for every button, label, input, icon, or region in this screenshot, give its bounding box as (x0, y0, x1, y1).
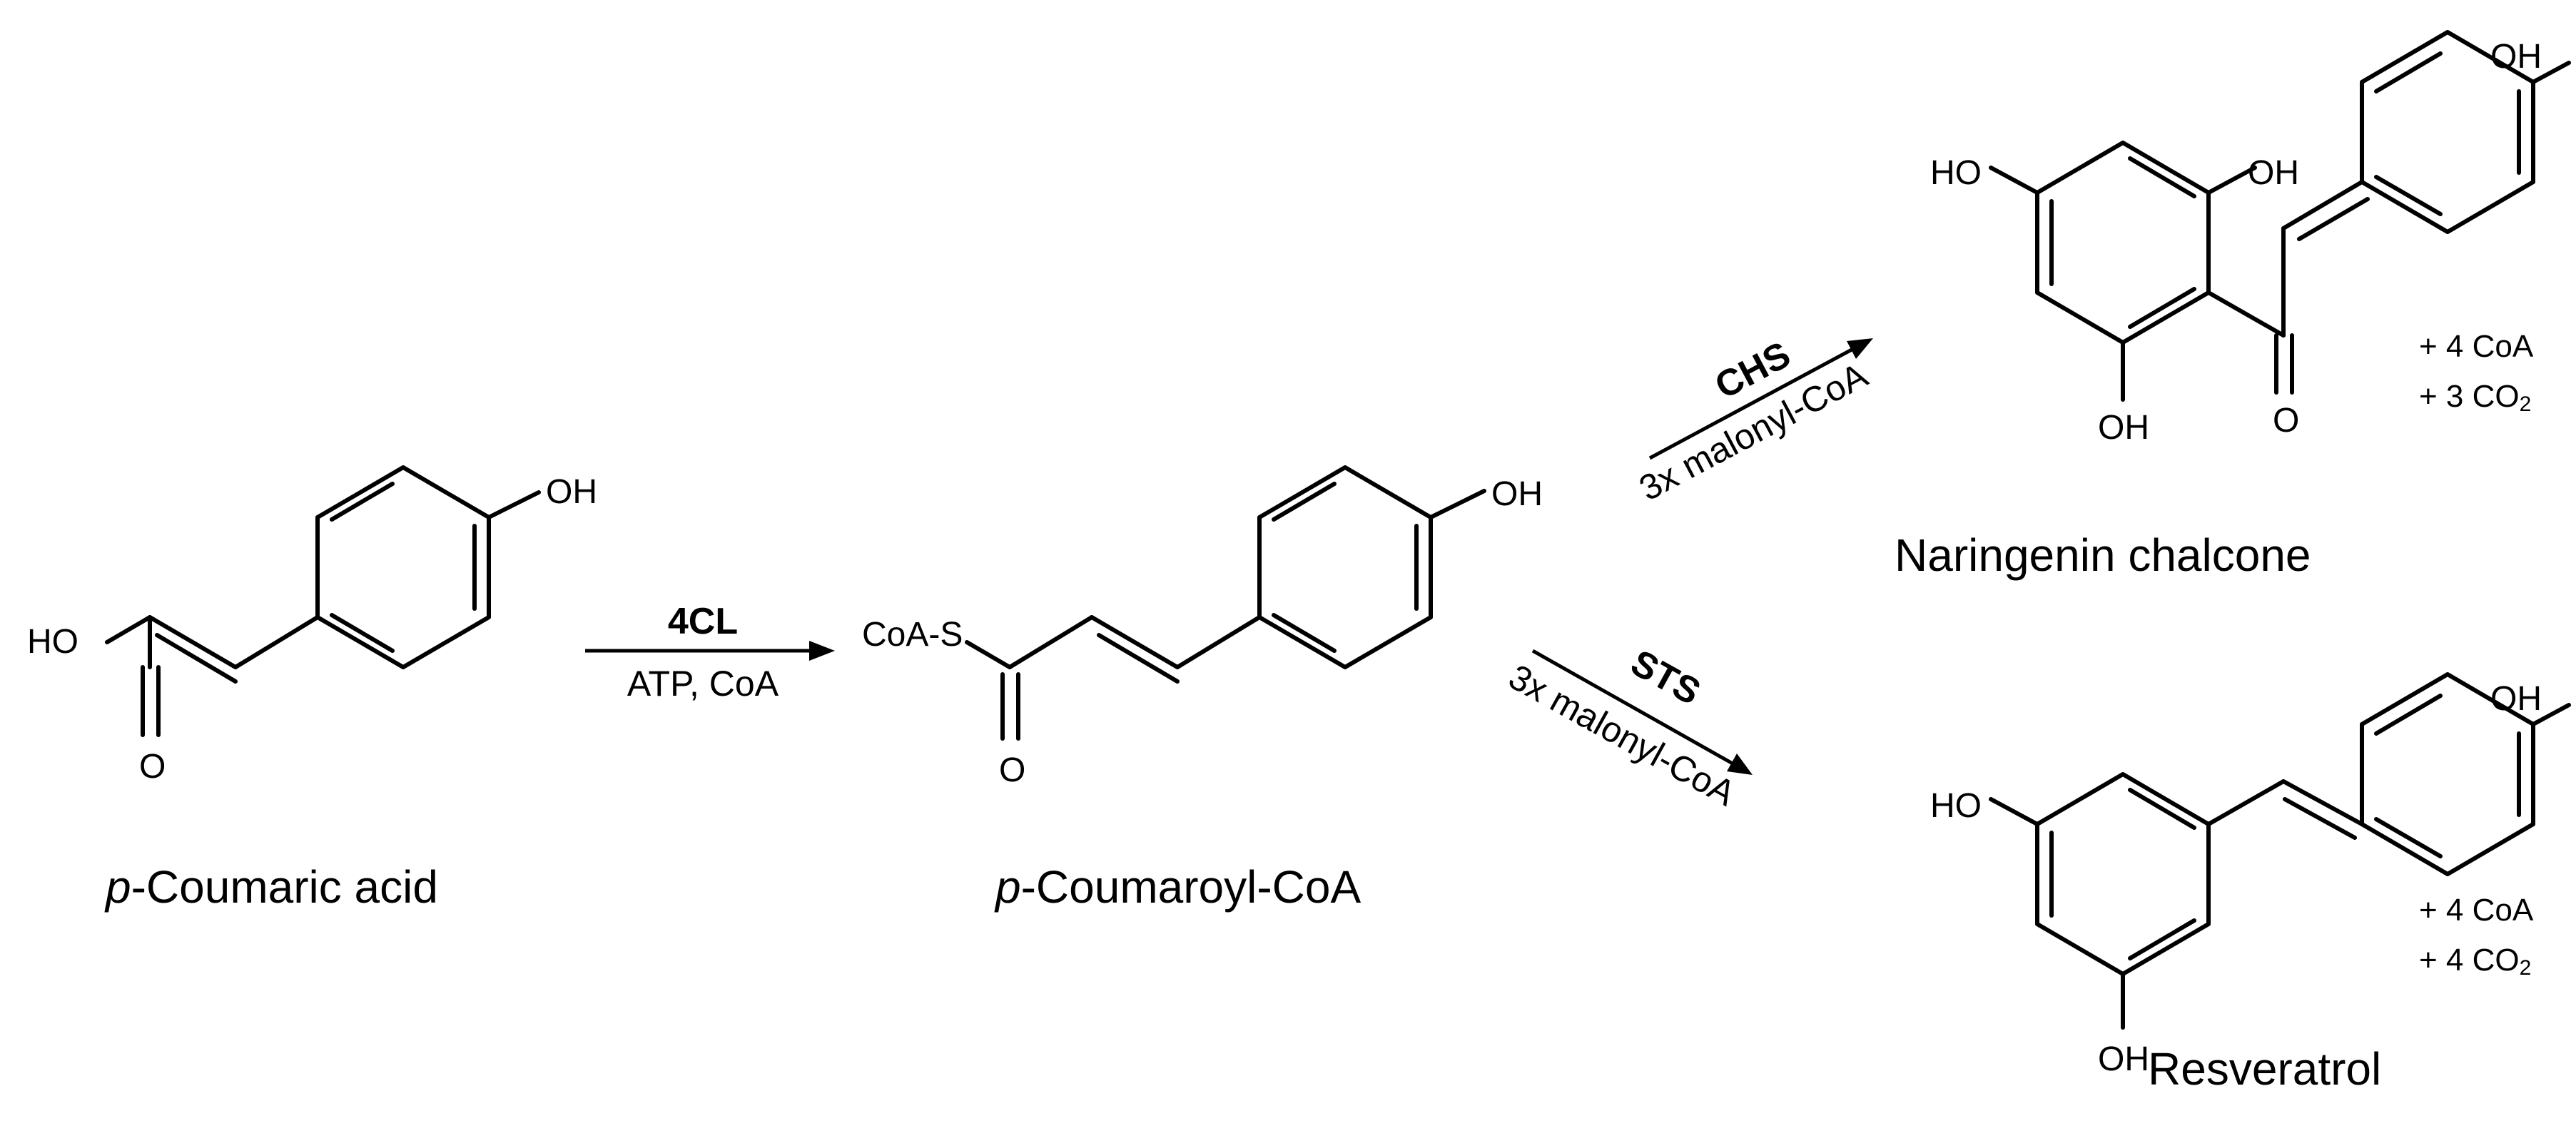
coumaroyl-coa-ring (1257, 465, 1433, 669)
chalcone-ring-a-double-1 (2128, 156, 2196, 198)
resveratrol-alkene (2281, 779, 2364, 826)
coumaric-acid-alkene-double (155, 633, 238, 684)
chalcone-oh-bottom-label: OH (2098, 409, 2149, 447)
chs-byproduct-co2: + 3 CO2 (2419, 379, 2531, 416)
resveratrol-ring-b-double-3 (2374, 817, 2443, 858)
chalcone-alkene-double (2297, 197, 2370, 241)
coumaric-acid-ring-double-3 (330, 482, 395, 522)
coumaroyl-coa-ring-double-2 (1272, 613, 1337, 653)
chalcone-ring-a (2035, 141, 2211, 345)
coumaroyl-coa-alkene (1090, 615, 1180, 669)
chalcone-oh-top-bond (2531, 61, 2571, 84)
arrow-4cl: 4CL ATP, CoA (585, 601, 835, 704)
arrow-chs-head (1847, 338, 1873, 359)
coumaroyl-coa-coa-s-label: CoA-S (862, 616, 963, 654)
coumaroyl-coa-s-bond (965, 640, 1012, 669)
coumaric-acid-ring-double-2 (330, 613, 395, 653)
sts-byproduct-co2-text: + 4 CO (2419, 943, 2520, 978)
chs-byproduct-co2-text: + 3 CO (2419, 379, 2520, 414)
coumaric-acid-name: p-Coumaric acid (104, 861, 438, 913)
resveratrol-oh-top-bond (2531, 703, 2571, 726)
coumaric-acid-chain-1 (233, 615, 320, 669)
coumaroyl-coa-oh-label: OH (1491, 475, 1543, 513)
resveratrol-ho-left-bond (1989, 797, 2039, 826)
arrow-4cl-head (809, 641, 835, 661)
sts-byproduct-co2-sub: 2 (2520, 956, 2532, 980)
chalcone-alkene (2281, 180, 2364, 230)
arrow-sts-head (1727, 754, 1753, 775)
resveratrol-ring-a-double-2 (2128, 918, 2196, 960)
coumaroyl-coa-name: p-Coumaroyl-CoA (994, 861, 1361, 913)
chalcone-ring-to-carbonyl (2206, 290, 2286, 338)
chs-byproduct-co2-sub: 2 (2520, 392, 2532, 416)
resveratrol-oh-bottom-label: OH (2098, 1040, 2149, 1078)
chalcone-oh-right-label: OH (2248, 154, 2299, 192)
coumaroyl-coa-name-rest: -Coumaroyl-CoA (1021, 861, 1361, 913)
chalcone-ring-b-double-1 (2374, 51, 2443, 93)
coumaroyl-coa-structure: OH CoA-S O (862, 465, 1543, 789)
chalcone-ring-a-double-2 (2128, 287, 2196, 329)
arrow-sts: STS 3x malonyl-CoA (1502, 642, 1753, 813)
enzyme-sts-label: STS (1624, 642, 1708, 714)
coumaroyl-coa-ring-double-3 (1272, 482, 1337, 522)
resveratrol-ho-left-label: HO (1930, 787, 1982, 825)
chalcone-o-label: O (2273, 402, 2299, 440)
chs-byproduct-coa: + 4 CoA (2419, 329, 2534, 364)
coumaric-acid-ho-label: HO (27, 623, 78, 661)
arrow-chs-line (1648, 348, 1853, 460)
sts-byproduct-coa: + 4 CoA (2419, 893, 2534, 928)
chalcone-ho-left-label: HO (1930, 154, 1982, 192)
resveratrol-bridge-1 (2206, 779, 2286, 826)
sts-byproduct-co2: + 4 CO2 (2419, 943, 2531, 980)
resveratrol-ring-a (2035, 772, 2211, 976)
coumaric-acid-oh-bond (487, 490, 541, 519)
enzyme-4cl-label: 4CL (668, 601, 738, 642)
conditions-sts-label: 3x malonyl-CoA (1502, 656, 1742, 813)
coumaric-acid-alkene (148, 615, 238, 669)
resveratrol-ring-b-double-1 (2374, 694, 2443, 736)
coumaroyl-coa-chain-2 (1008, 615, 1094, 669)
naringenin-chalcone-structure: OH HO OH OH O (1930, 30, 2571, 447)
coumaroyl-coa-o-label: O (999, 751, 1025, 789)
chalcone-oh-top-label: OH (2490, 38, 2542, 76)
coumaric-acid-o-label: O (139, 748, 166, 786)
coumaroyl-coa-chain-1 (1175, 615, 1262, 669)
resveratrol-alkene-double (2283, 797, 2357, 840)
resveratrol-ring-a-double-1 (2128, 788, 2196, 830)
coumaric-acid-ho-bond (105, 615, 152, 644)
arrow-chs: CHS 3x malonyl-CoA (1633, 334, 1874, 509)
coumaroyl-coa-name-prefix: p (994, 861, 1021, 913)
coumaric-acid-oh-label: OH (546, 473, 597, 511)
resveratrol-structure: OH HO OH (1930, 672, 2571, 1078)
arrow-sts-line (1531, 649, 1734, 766)
resveratrol-name: Resveratrol (2148, 1043, 2381, 1095)
coumaric-acid-name-prefix: p (104, 861, 131, 913)
coumaroyl-coa-alkene-double (1097, 633, 1180, 684)
chalcone-oh-right-bond (2206, 166, 2257, 195)
coumaric-acid-ring (315, 465, 491, 669)
chalcone-ring-b-double-3 (2374, 175, 2443, 216)
naringenin-chalcone-name: Naringenin chalcone (1895, 529, 2311, 581)
resveratrol-oh-top-label: OH (2490, 680, 2542, 718)
coumaroyl-coa-oh-bond (1429, 489, 1486, 519)
coumaric-acid-structure: OH HO O (27, 465, 597, 786)
conditions-4cl-label: ATP, CoA (627, 664, 779, 704)
chalcone-ho-left-bond (1989, 166, 2039, 195)
coumaric-acid-name-rest: -Coumaric acid (131, 861, 438, 913)
